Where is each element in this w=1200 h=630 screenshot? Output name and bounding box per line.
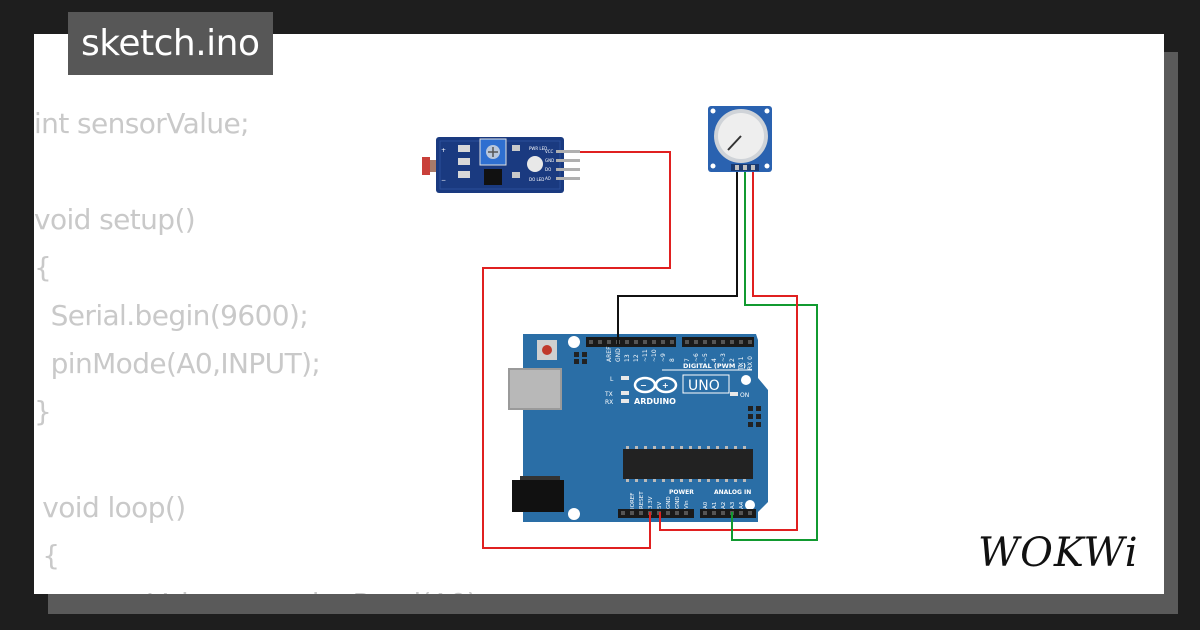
- light-sensor-module[interactable]: + − PWR LED DO LED VCC GND DO AO: [422, 137, 580, 193]
- svg-text:AREF: AREF: [606, 346, 613, 362]
- svg-text:Vin: Vin: [684, 500, 690, 509]
- svg-text:ANALOG IN: ANALOG IN: [714, 489, 751, 496]
- svg-text:~10: ~10: [651, 349, 658, 362]
- svg-text:7: 7: [684, 358, 691, 362]
- svg-text:GND: GND: [615, 348, 622, 362]
- code-line: }: [34, 395, 52, 428]
- svg-text:GND: GND: [675, 496, 681, 509]
- svg-text:~3: ~3: [720, 353, 727, 362]
- svg-text:3.3V: 3.3V: [648, 496, 654, 509]
- svg-text:8: 8: [669, 358, 676, 362]
- code-line: int sensorValue;: [34, 107, 250, 140]
- wokwi-logo: WOKWi: [978, 530, 1139, 574]
- sketch-filename-tab[interactable]: sketch.ino: [68, 12, 274, 75]
- svg-text:~9: ~9: [660, 353, 667, 362]
- svg-text:RX 0: RX 0: [747, 356, 754, 370]
- svg-text:A3: A3: [730, 501, 736, 509]
- svg-text:2: 2: [729, 358, 736, 362]
- svg-text:VCC: VCC: [545, 149, 554, 154]
- code-line: void setup(): [34, 203, 196, 236]
- svg-text:A0: A0: [703, 501, 709, 509]
- svg-text:GND: GND: [545, 158, 554, 163]
- svg-text:~11: ~11: [642, 349, 649, 362]
- svg-text:A2: A2: [721, 502, 727, 509]
- svg-text:5V: 5V: [657, 502, 663, 509]
- ldr-icon: [422, 157, 430, 175]
- svg-text:PWR LED: PWR LED: [529, 146, 547, 151]
- svg-text:TX: TX: [604, 391, 613, 398]
- svg-text:IOREF: IOREF: [630, 493, 636, 509]
- svg-text:L: L: [610, 376, 614, 383]
- svg-text:A5: A5: [748, 501, 754, 509]
- code-line: Serial.begin(9600);: [34, 299, 309, 332]
- svg-text:ON: ON: [740, 392, 749, 399]
- svg-text:−: −: [640, 381, 647, 390]
- svg-text:12: 12: [633, 354, 640, 362]
- microcontroller-chip: [623, 449, 753, 479]
- board-model: UNO: [688, 378, 720, 394]
- svg-text:+: +: [441, 147, 446, 154]
- code-line: {: [34, 251, 52, 284]
- wire-black-pot-gnd[interactable]: [617, 170, 738, 342]
- svg-text:DO: DO: [545, 167, 551, 172]
- svg-text:~5: ~5: [702, 353, 709, 362]
- led-icon: [527, 156, 543, 172]
- svg-text:A4: A4: [739, 501, 745, 509]
- arduino-uno-board[interactable]: AREF GND 13 12 ~11 ~10 ~9 8 7 ~6 ~5 4 ~3…: [508, 334, 768, 522]
- svg-text:−: −: [441, 177, 446, 184]
- arduino-logo-icon: [633, 376, 678, 394]
- svg-text:RX: RX: [605, 399, 613, 406]
- svg-text:+: +: [662, 381, 669, 390]
- svg-text:TX 1: TX 1: [738, 356, 745, 371]
- svg-text:13: 13: [624, 354, 631, 362]
- code-line: pinMode(A0,INPUT);: [34, 347, 321, 380]
- svg-text:RESET: RESET: [639, 491, 645, 509]
- svg-text:AO: AO: [545, 176, 551, 181]
- digital-label: DIGITAL (PWM ~): [683, 362, 746, 370]
- potentiometer[interactable]: [708, 106, 772, 172]
- board-name: ARDUINO: [634, 397, 676, 406]
- svg-text:POWER: POWER: [669, 489, 694, 496]
- svg-text:WOKWi: WOKWi: [978, 530, 1139, 574]
- svg-text:A1: A1: [712, 502, 718, 509]
- svg-text:DO LED: DO LED: [529, 177, 544, 182]
- svg-text:4: 4: [711, 358, 718, 362]
- svg-text:GND: GND: [666, 496, 672, 509]
- svg-text:~6: ~6: [693, 353, 700, 362]
- code-line: void loop(): [34, 491, 186, 524]
- code-line: {: [34, 539, 60, 572]
- power-jack-icon: [512, 480, 564, 512]
